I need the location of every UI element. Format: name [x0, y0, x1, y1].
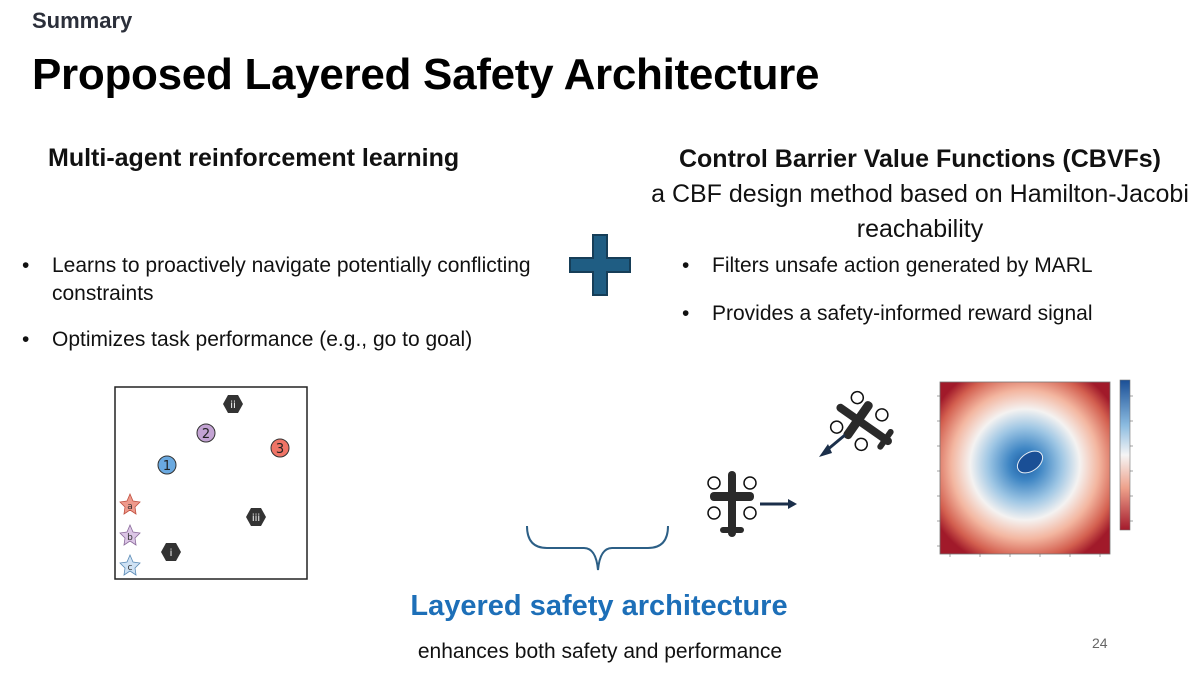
svg-text:iii: iii [252, 513, 260, 524]
goal-star: b [119, 523, 141, 546]
obstacle-marker: iii [246, 508, 266, 526]
svg-text:i: i [170, 548, 173, 559]
drone-icon [829, 390, 894, 452]
goal-star: a [119, 492, 141, 515]
cbvf-bullet: Provides a safety-informed reward signal [682, 300, 1182, 328]
agent-marker: 1 [157, 455, 177, 475]
svg-text:1: 1 [163, 459, 171, 474]
layered-safety-heading: Layered safety architecture [410, 590, 788, 622]
svg-text:ii: ii [230, 400, 236, 411]
plus-icon [569, 234, 631, 296]
agent-marker: 2 [196, 423, 216, 443]
drone-icon [707, 471, 757, 537]
brace-icon [526, 525, 669, 571]
svg-text:b: b [127, 533, 133, 543]
obstacle-marker: ii [223, 395, 243, 413]
marl-bullet: Learns to proactively navigate potential… [22, 252, 542, 308]
agent-marker: 3 [270, 438, 290, 458]
arrow-right-icon [760, 499, 797, 509]
value-function-heatmap [937, 379, 1133, 557]
goal-star: c [119, 553, 141, 576]
environment-plot: 1 2 3 i ii iii a b c [114, 386, 308, 580]
svg-text:a: a [127, 502, 133, 512]
environment-frame [114, 386, 308, 580]
marl-bullet-list: Learns to proactively navigate potential… [22, 252, 542, 354]
cbvf-heading: Control Barrier Value Functions (CBVFs) … [620, 142, 1200, 247]
slide-number: 24 [1092, 635, 1108, 651]
marl-heading: Multi-agent reinforcement learning [48, 144, 460, 172]
arrow-down-left-icon [819, 433, 846, 457]
layered-safety-subheading: enhances both safety and performance [417, 640, 783, 663]
cbvf-bullet-list: Filters unsafe action generated by MARL … [682, 252, 1182, 328]
obstacle-marker: i [161, 543, 181, 561]
section-label: Summary [32, 8, 133, 33]
svg-text:c: c [128, 563, 133, 573]
svg-text:3: 3 [276, 442, 284, 457]
colorbar [1119, 379, 1131, 531]
marl-bullet: Optimizes task performance (e.g., go to … [22, 326, 542, 354]
cbvf-heading-title: Control Barrier Value Functions (CBVFs) [678, 145, 1161, 173]
safe-set-contour [1016, 450, 1044, 474]
slide-title: Proposed Layered Safety Architecture [32, 50, 820, 99]
drones-illustration [707, 390, 894, 537]
cbvf-bullet: Filters unsafe action generated by MARL [682, 252, 1182, 280]
svg-text:2: 2 [202, 427, 210, 442]
cbvf-heading-description: a CBF design method based on Hamilton-Ja… [651, 180, 1189, 243]
